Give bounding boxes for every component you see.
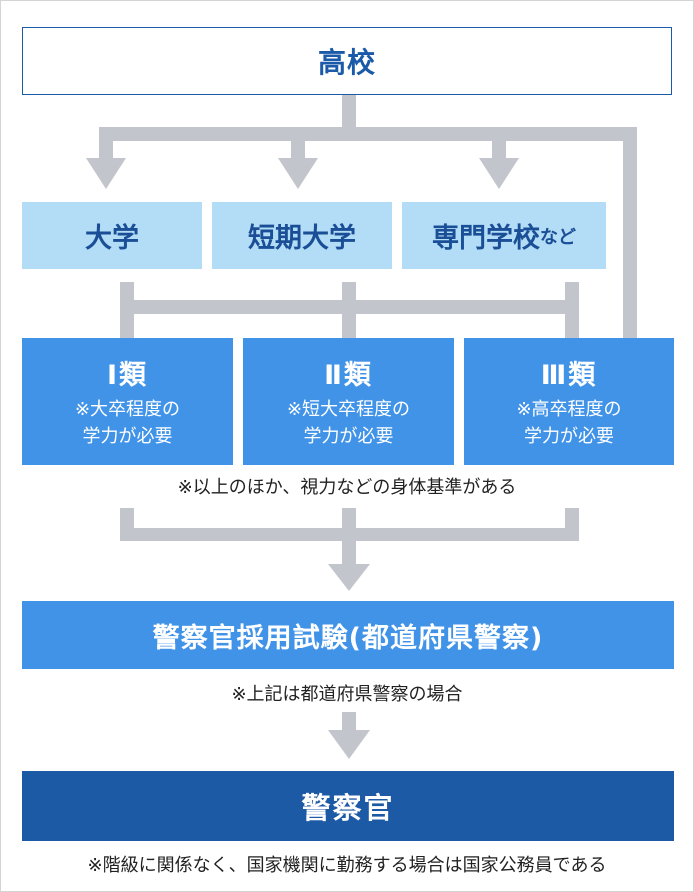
junior-college-box: 短期大学 xyxy=(212,202,392,269)
category-3-title: Ⅲ類 xyxy=(540,360,598,391)
police-officer-box: 警察官 xyxy=(22,771,674,841)
category-3-box: Ⅲ類 ※高卒程度の 学力が必要 xyxy=(464,338,674,465)
connector-to-university xyxy=(99,127,113,160)
category-3-requirement: ※高卒程度の 学力が必要 xyxy=(516,399,622,447)
civil-servant-note: ※階級に関係なく、国家機関に勤務する場合は国家公務員である xyxy=(87,855,607,876)
connector-school-bus xyxy=(120,300,579,314)
arrow-to-junior-college xyxy=(278,158,318,189)
connector-top-stem xyxy=(342,95,356,129)
vocational-school-suffix: など xyxy=(540,226,576,248)
connector-to-final xyxy=(342,712,356,732)
category-1-title: Ⅰ類 xyxy=(106,360,149,391)
connector-to-junior-college xyxy=(291,127,305,160)
exam-label: 警察官採用試験(都道府県警察) xyxy=(152,622,544,654)
vocational-school-label: 専門学校 xyxy=(432,223,540,254)
police-officer-label: 警察官 xyxy=(301,791,395,825)
connector-to-exam xyxy=(342,528,356,566)
arrow-to-exam xyxy=(328,564,370,591)
junior-college-label: 短期大学 xyxy=(248,223,356,254)
physical-standard-note: ※以上のほか、視力などの身体基準がある xyxy=(177,477,517,498)
high-school-box: 高校 xyxy=(22,27,672,95)
arrow-to-vocational-school xyxy=(479,158,519,189)
arrow-to-university xyxy=(86,158,126,189)
category-2-requirement: ※短大卒程度の 学力が必要 xyxy=(286,399,411,447)
arrow-to-final xyxy=(328,730,370,759)
vocational-school-box: 専門学校など xyxy=(402,202,606,269)
high-school-label: 高校 xyxy=(317,46,376,79)
exam-note: ※上記は都道府県警察の場合 xyxy=(231,684,463,705)
connector-to-vocational-school xyxy=(492,127,506,160)
category-2-box: Ⅱ類 ※短大卒程度の 学力が必要 xyxy=(243,338,454,465)
university-box: 大学 xyxy=(22,202,202,269)
connector-top-branch xyxy=(99,127,637,141)
category-2-title: Ⅱ類 xyxy=(324,360,373,391)
category-1-requirement: ※大卒程度の 学力が必要 xyxy=(74,399,181,447)
exam-box: 警察官採用試験(都道府県警察) xyxy=(22,601,674,669)
connector-right-riser xyxy=(623,127,637,338)
university-label: 大学 xyxy=(85,223,139,254)
category-1-box: Ⅰ類 ※大卒程度の 学力が必要 xyxy=(22,338,233,465)
